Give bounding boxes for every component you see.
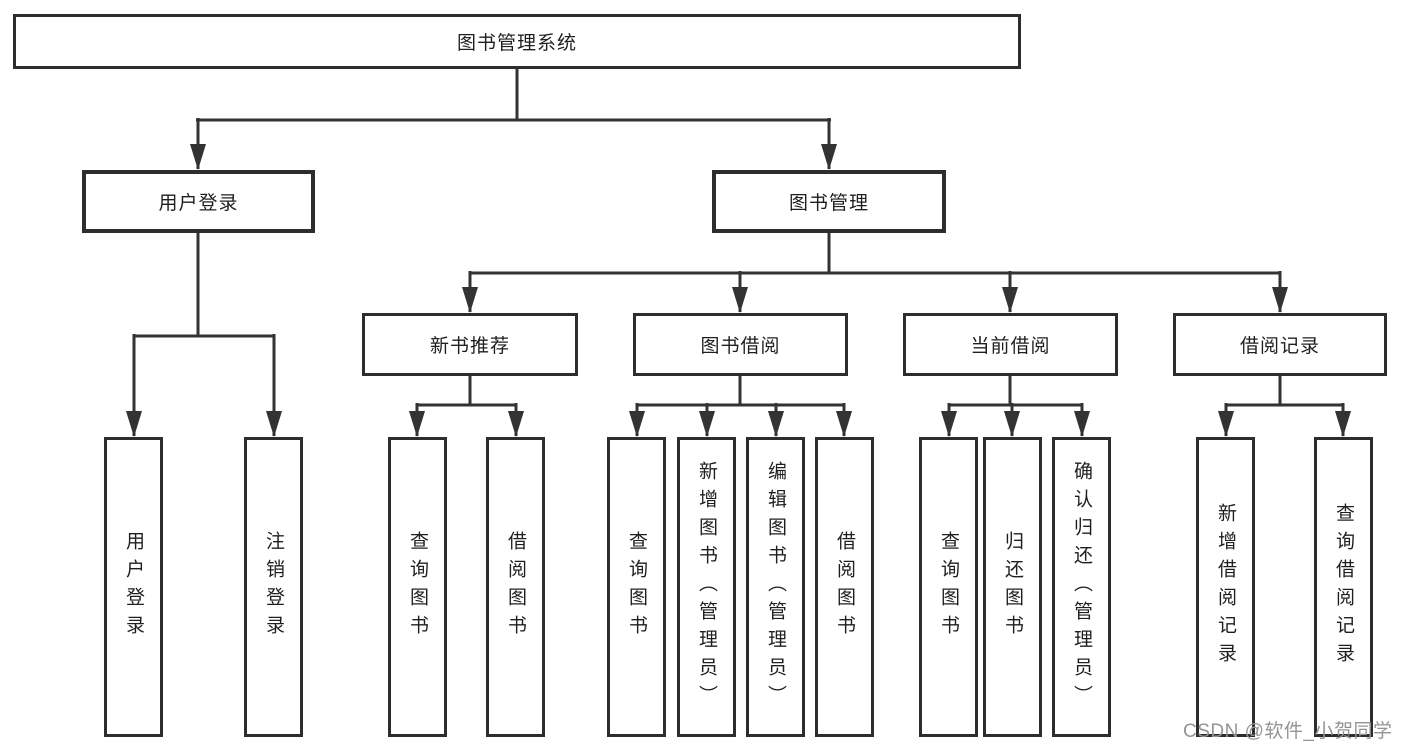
root-branch	[190, 67, 837, 170]
leaf-current-query-book: 查询图书	[919, 437, 978, 737]
leaf-records-query-record: 查询借阅记录	[1314, 437, 1373, 737]
current-borrow-branch	[941, 375, 1090, 437]
book-borrow-branch	[629, 375, 852, 437]
leaf-current-confirm-return-admin: 确认归还（管理员）	[1052, 437, 1111, 737]
leaf-borrow-add-book-admin: 新增图书（管理员）	[677, 437, 736, 737]
leaf-recommend-borrow-book: 借阅图书	[486, 437, 545, 737]
leaf-records-add-record: 新增借阅记录	[1196, 437, 1255, 737]
book-management-branch	[462, 233, 1288, 313]
node-current-borrow: 当前借阅	[903, 313, 1118, 376]
csdn-watermark: CSDN @软件_小贺同学	[1183, 721, 1393, 742]
leaf-logout: 注销登录	[244, 437, 303, 737]
node-user-login: 用户登录	[82, 170, 315, 233]
user-login-branch	[126, 233, 282, 437]
leaf-user-login: 用户登录	[104, 437, 163, 737]
leaf-borrow-borrow-book: 借阅图书	[815, 437, 874, 737]
new-book-branch	[409, 375, 524, 437]
node-book-borrow: 图书借阅	[633, 313, 848, 376]
leaf-borrow-edit-book-admin: 编辑图书（管理员）	[746, 437, 805, 737]
leaf-borrow-query-book: 查询图书	[607, 437, 666, 737]
node-root: 图书管理系统	[13, 14, 1021, 69]
node-book-management: 图书管理	[712, 170, 946, 233]
leaf-recommend-query-book: 查询图书	[388, 437, 447, 737]
node-new-book-recommend: 新书推荐	[362, 313, 578, 376]
borrow-records-branch	[1218, 375, 1351, 437]
node-borrow-records: 借阅记录	[1173, 313, 1387, 376]
leaf-current-return-book: 归还图书	[983, 437, 1042, 737]
